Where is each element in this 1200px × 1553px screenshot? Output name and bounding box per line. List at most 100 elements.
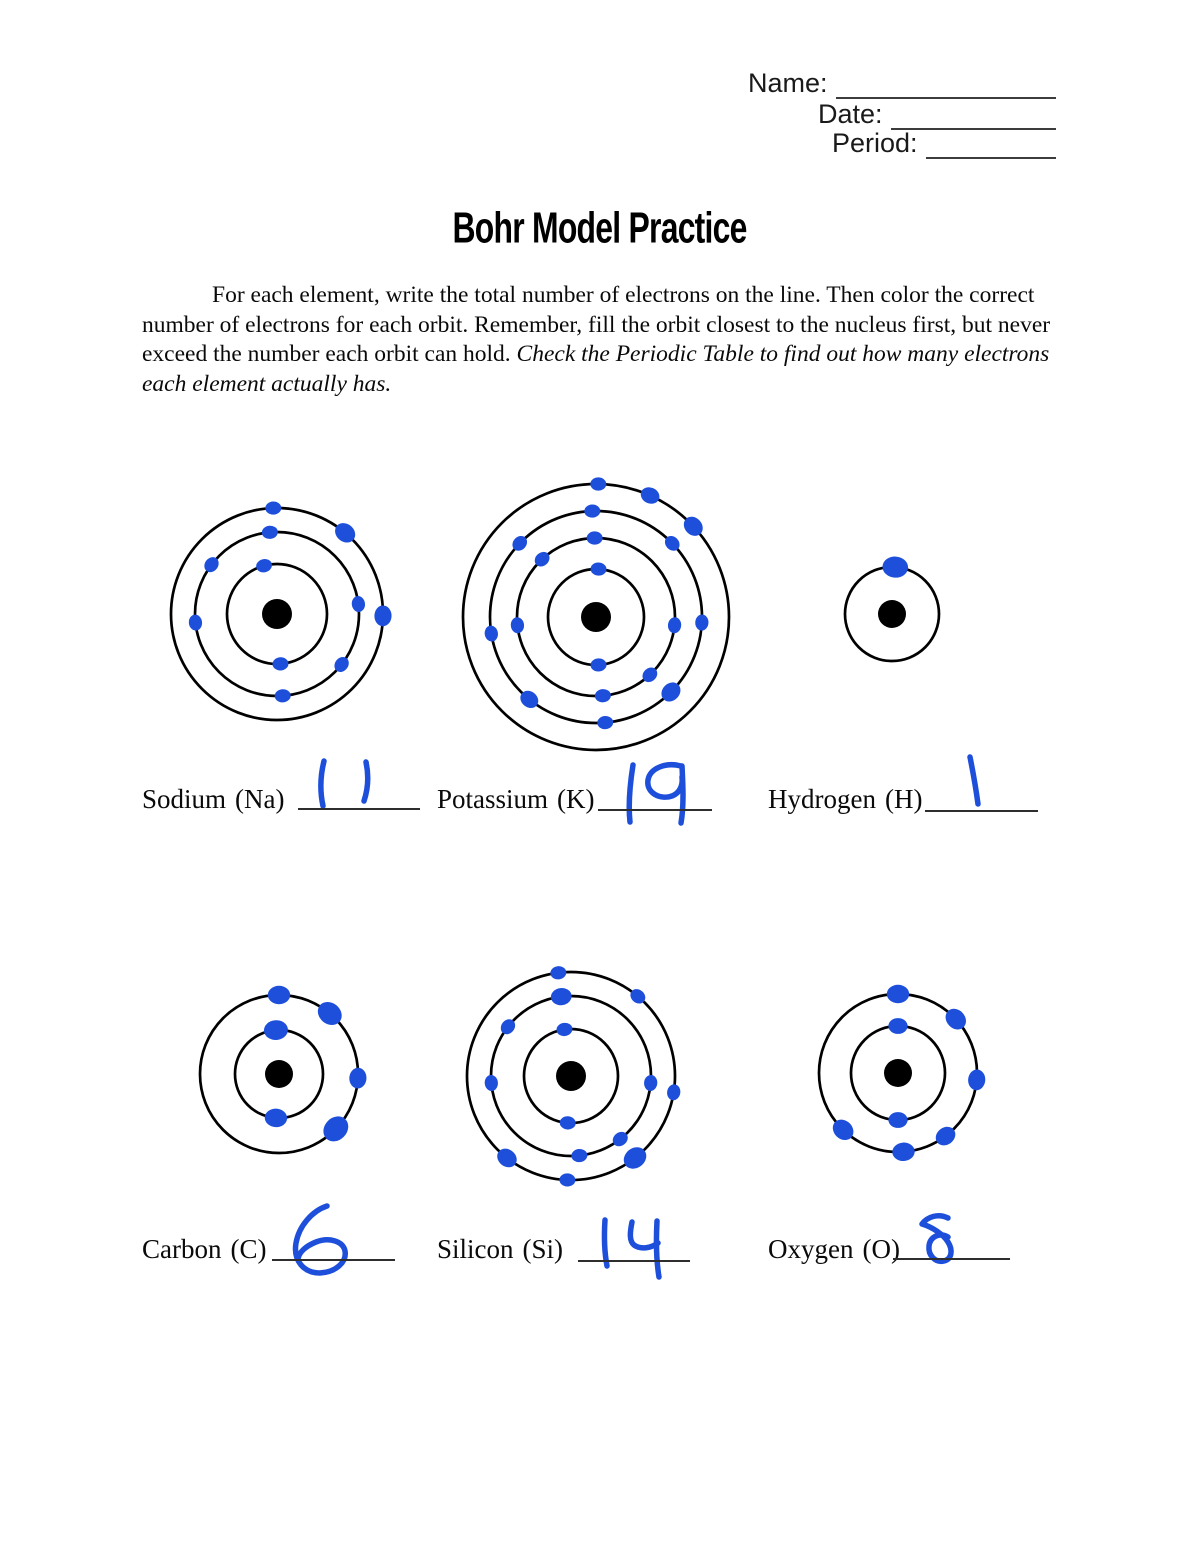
bohr-diagram-oxygen xyxy=(817,984,986,1162)
electron-dot xyxy=(642,667,658,683)
electron-dot xyxy=(935,1126,956,1146)
name-label: Name: xyxy=(748,68,828,98)
label-hydrogen: Hydrogen (H) xyxy=(768,785,922,813)
element-symbol: (Na) xyxy=(235,784,285,814)
electron-dot xyxy=(644,1074,658,1091)
electron-dot xyxy=(667,617,682,634)
electron-dot xyxy=(584,504,601,518)
nucleus-dot xyxy=(878,600,906,628)
bohr-diagram-carbon xyxy=(198,985,367,1155)
electron-dot xyxy=(556,1022,573,1037)
answer-blank-line xyxy=(298,808,420,810)
answer-blank-line xyxy=(272,1259,395,1261)
electron-dot xyxy=(832,1119,854,1141)
element-symbol: (Si) xyxy=(522,1234,564,1264)
electron-dot xyxy=(520,690,539,709)
electron-dot xyxy=(323,1116,349,1142)
electron-dot xyxy=(497,1148,517,1168)
electron-dot xyxy=(630,989,646,1004)
bohr-diagram-potassium xyxy=(461,477,731,752)
bohr-diagram-hydrogen xyxy=(843,556,941,663)
instructions-regular: For each element, write the total number… xyxy=(142,282,1051,368)
electron-dot xyxy=(945,1008,966,1030)
electron-dot xyxy=(500,1019,516,1035)
label-potassium: Potassium (K) xyxy=(437,785,595,813)
electron-dot xyxy=(335,523,356,543)
nucleus-dot xyxy=(884,1059,912,1087)
electron-dot xyxy=(888,1112,908,1128)
electron-dot xyxy=(664,536,680,551)
answer-blank-line xyxy=(893,1258,1010,1260)
electron-dot xyxy=(484,1074,498,1091)
electron-dot xyxy=(272,657,289,671)
electron-dot xyxy=(550,966,567,980)
electron-dot xyxy=(590,562,607,576)
nucleus-dot xyxy=(556,1061,586,1091)
electron-dot xyxy=(892,1142,915,1162)
electron-dot xyxy=(612,1131,628,1147)
electron-dot xyxy=(351,596,366,612)
answer-blank-line xyxy=(598,809,712,811)
period-blank-line xyxy=(925,133,1056,159)
electron-dot xyxy=(534,551,550,567)
electron-dot xyxy=(263,1020,288,1041)
page-title-wrap: Bohr Model Practice xyxy=(0,203,1200,252)
name-blank-line xyxy=(835,73,1056,99)
element-name: Oxygen xyxy=(768,1234,854,1264)
label-carbon: Carbon (C) xyxy=(142,1235,266,1263)
label-sodium: Sodium (Na) xyxy=(142,785,285,813)
electron-dot xyxy=(886,984,910,1004)
electron-dot xyxy=(204,557,219,573)
electron-dot xyxy=(888,1018,908,1034)
electron-dot xyxy=(256,559,272,573)
electron-dot xyxy=(274,689,291,703)
label-silicon: Silicon (Si) xyxy=(437,1235,563,1263)
electron-dot xyxy=(512,536,528,551)
electron-dot xyxy=(265,501,282,515)
electron-dot xyxy=(550,987,572,1006)
electron-dot xyxy=(590,477,607,491)
electron-dot xyxy=(623,1147,647,1169)
element-symbol: (K) xyxy=(557,784,595,814)
element-name: Carbon xyxy=(142,1234,222,1264)
electron-dot xyxy=(264,1108,288,1128)
element-symbol: (C) xyxy=(230,1234,267,1264)
bohr-diagram-silicon xyxy=(465,966,681,1187)
answer-blank-line xyxy=(925,810,1038,812)
electron-dot xyxy=(661,682,681,702)
instructions-italic: Check the Periodic Table to find out how… xyxy=(142,341,1050,397)
electron-dot xyxy=(594,689,611,703)
electron-dot xyxy=(683,516,703,536)
electron-dot xyxy=(695,614,709,631)
element-name: Potassium xyxy=(437,784,549,814)
instructions-paragraph: For each element, write the total number… xyxy=(142,281,1064,399)
header-name-row: Name: xyxy=(748,68,1056,99)
element-name: Hydrogen xyxy=(768,784,876,814)
electron-dot xyxy=(317,1001,342,1026)
electron-dot xyxy=(968,1069,986,1091)
electron-dot xyxy=(667,1084,681,1101)
date-blank-line xyxy=(890,104,1056,130)
nucleus-dot xyxy=(265,1060,293,1088)
element-symbol: (H) xyxy=(884,784,923,814)
date-label: Date: xyxy=(818,99,883,129)
electron-dot xyxy=(640,487,660,504)
element-name: Sodium xyxy=(142,784,227,814)
label-oxygen: Oxygen(O) xyxy=(768,1235,900,1263)
element-name: Silicon xyxy=(437,1234,514,1264)
electron-dot xyxy=(586,531,603,545)
electron-dot xyxy=(597,715,614,730)
electron-dot xyxy=(484,625,498,642)
header-period-row: Period: xyxy=(832,128,1056,159)
electron-dot xyxy=(374,605,392,627)
electron-dot xyxy=(882,556,909,578)
header-date-row: Date: xyxy=(818,99,1056,130)
nucleus-dot xyxy=(581,602,611,632)
period-label: Period: xyxy=(832,128,918,158)
electron-dot xyxy=(334,656,349,672)
electron-dot xyxy=(559,1173,576,1187)
electron-dot xyxy=(571,1148,588,1163)
electron-dot xyxy=(349,1067,367,1089)
